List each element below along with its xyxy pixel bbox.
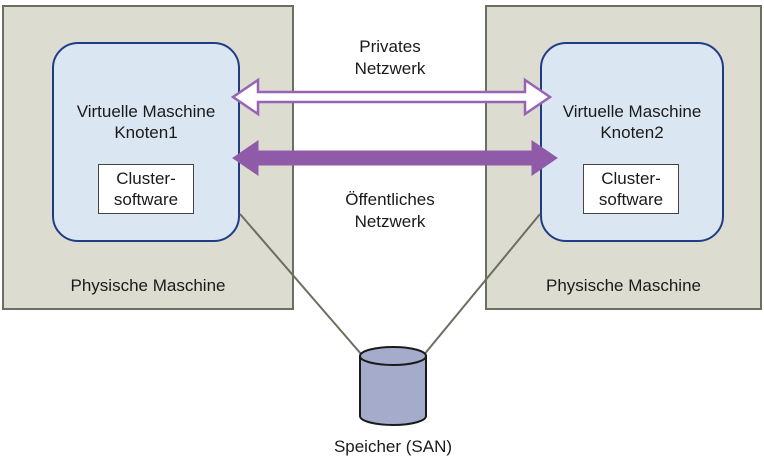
- vm-node2-label-line2: Knoten2: [600, 123, 664, 142]
- cluster-software-node2-line1: Cluster-: [601, 169, 661, 188]
- public-network-label-line2: Netzwerk: [354, 212, 426, 231]
- cluster-software-node1: Cluster- software: [98, 164, 194, 214]
- physical-machine-left-label: Physische Maschine: [70, 276, 226, 295]
- private-network-label-line2: Netzwerk: [354, 59, 426, 78]
- physical-machine-right-label: Physische Maschine: [546, 276, 701, 295]
- vm-node1-label-line2: Knoten1: [114, 123, 178, 142]
- storage-cylinder-icon: [359, 346, 427, 426]
- cluster-software-node1-line1: Cluster-: [116, 169, 176, 188]
- private-network-label-line1: Privates: [359, 37, 421, 56]
- vm-node1-label-line1: Virtuelle Maschine: [76, 102, 216, 121]
- cluster-software-node1-line2: software: [113, 190, 179, 209]
- san-link-right: [417, 213, 541, 363]
- cluster-software-node2-line2: software: [598, 190, 664, 209]
- cluster-software-node2: Cluster- software: [583, 164, 679, 214]
- public-network-arrow: [232, 140, 558, 176]
- san-link-left: [239, 213, 369, 363]
- vm-node2-label-line1: Virtuelle Maschine: [562, 102, 702, 121]
- public-network-label-line1: Öffentliches: [345, 190, 435, 209]
- private-network-arrow: [230, 77, 553, 117]
- storage-label: Speicher (SAN): [333, 437, 453, 456]
